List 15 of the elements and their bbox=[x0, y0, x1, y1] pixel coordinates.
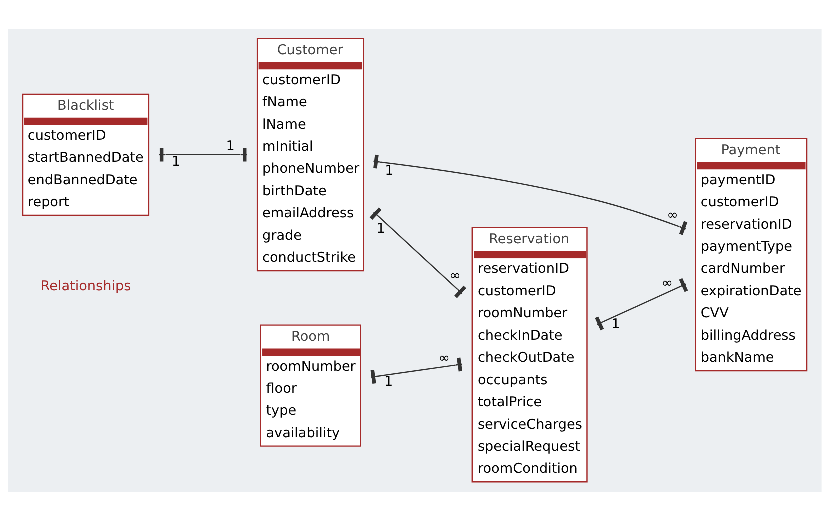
label: 1 bbox=[226, 138, 235, 155]
label: ∞ bbox=[450, 268, 461, 284]
connector bbox=[370, 208, 466, 298]
label: Relationships bbox=[40, 278, 132, 294]
connector bbox=[374, 154, 688, 236]
label: ∞ bbox=[662, 276, 674, 292]
label: 1 bbox=[385, 162, 394, 179]
label: 1 bbox=[376, 220, 386, 237]
label: ∞ bbox=[667, 207, 678, 224]
connector bbox=[595, 278, 688, 331]
label: 1 bbox=[384, 374, 394, 390]
label: 1 bbox=[172, 154, 180, 170]
label: 1 bbox=[612, 316, 620, 332]
connector bbox=[370, 358, 463, 384]
label: ∞ bbox=[438, 350, 450, 366]
